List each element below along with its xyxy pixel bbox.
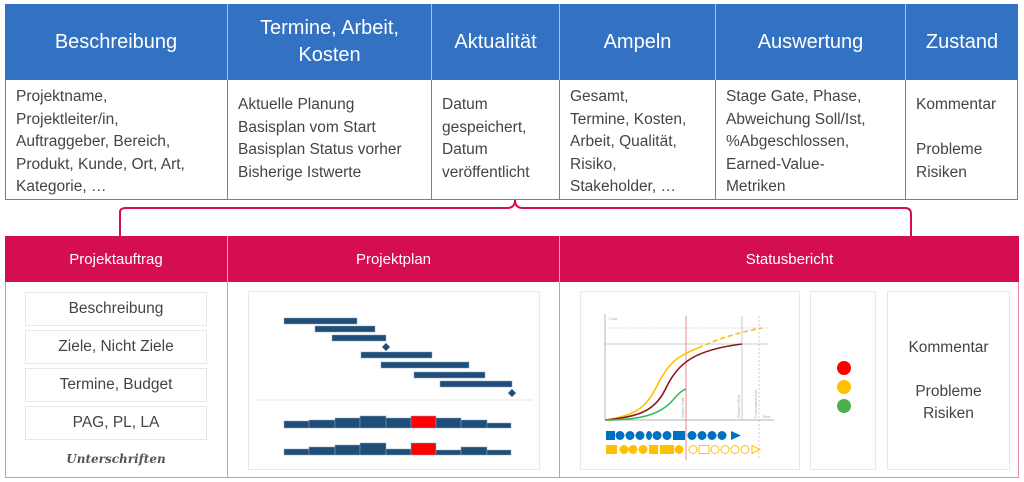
panel-projektplan <box>228 282 560 478</box>
item-termine-budget: Termine, Budget <box>25 368 207 402</box>
header-auswertung: Auswertung <box>716 4 906 80</box>
cell-zustand: Kommentar Probleme Risiken <box>906 80 1018 200</box>
header-projektauftrag: Projektauftrag <box>5 236 228 282</box>
header-projektplan: Projektplan <box>228 236 560 282</box>
header-ampeln: Ampeln <box>560 4 716 80</box>
panel-statusbericht <box>560 282 1019 478</box>
header-termine: Termine, Arbeit, Kosten <box>228 4 432 80</box>
gantt-panel <box>248 291 540 470</box>
scurve-panel <box>580 291 800 470</box>
signature: Unterschriften <box>66 452 166 466</box>
header-zustand: Zustand <box>906 4 1018 80</box>
header-statusbericht: Statusbericht <box>560 236 1019 282</box>
cell-beschreibung: Projektname, Projektleiter/in, Auftragge… <box>5 80 228 200</box>
brace <box>119 199 912 236</box>
header-beschreibung: Beschreibung <box>5 4 228 80</box>
cell-termine: Aktuelle Planung Basisplan vom Start Bas… <box>228 80 432 200</box>
cell-aktualitaet: Datum gespeichert, Datum veröffentlicht <box>432 80 560 200</box>
cell-auswertung: Stage Gate, Phase, Abweichung Soll/Ist, … <box>716 80 906 200</box>
item-beschreibung: Beschreibung <box>25 292 207 326</box>
zustand-panel: Kommentar Probleme Risiken <box>887 291 1010 470</box>
panel-projektauftrag <box>5 282 228 478</box>
cell-ampeln: Gesamt, Termine, Kosten, Arbeit, Qualitä… <box>560 80 716 200</box>
item-pag: PAG, PL, LA <box>25 406 207 440</box>
header-aktualitaet: Aktualität <box>432 4 560 80</box>
item-ziele: Ziele, Nicht Ziele <box>25 330 207 364</box>
traffic-light-panel <box>810 291 876 470</box>
